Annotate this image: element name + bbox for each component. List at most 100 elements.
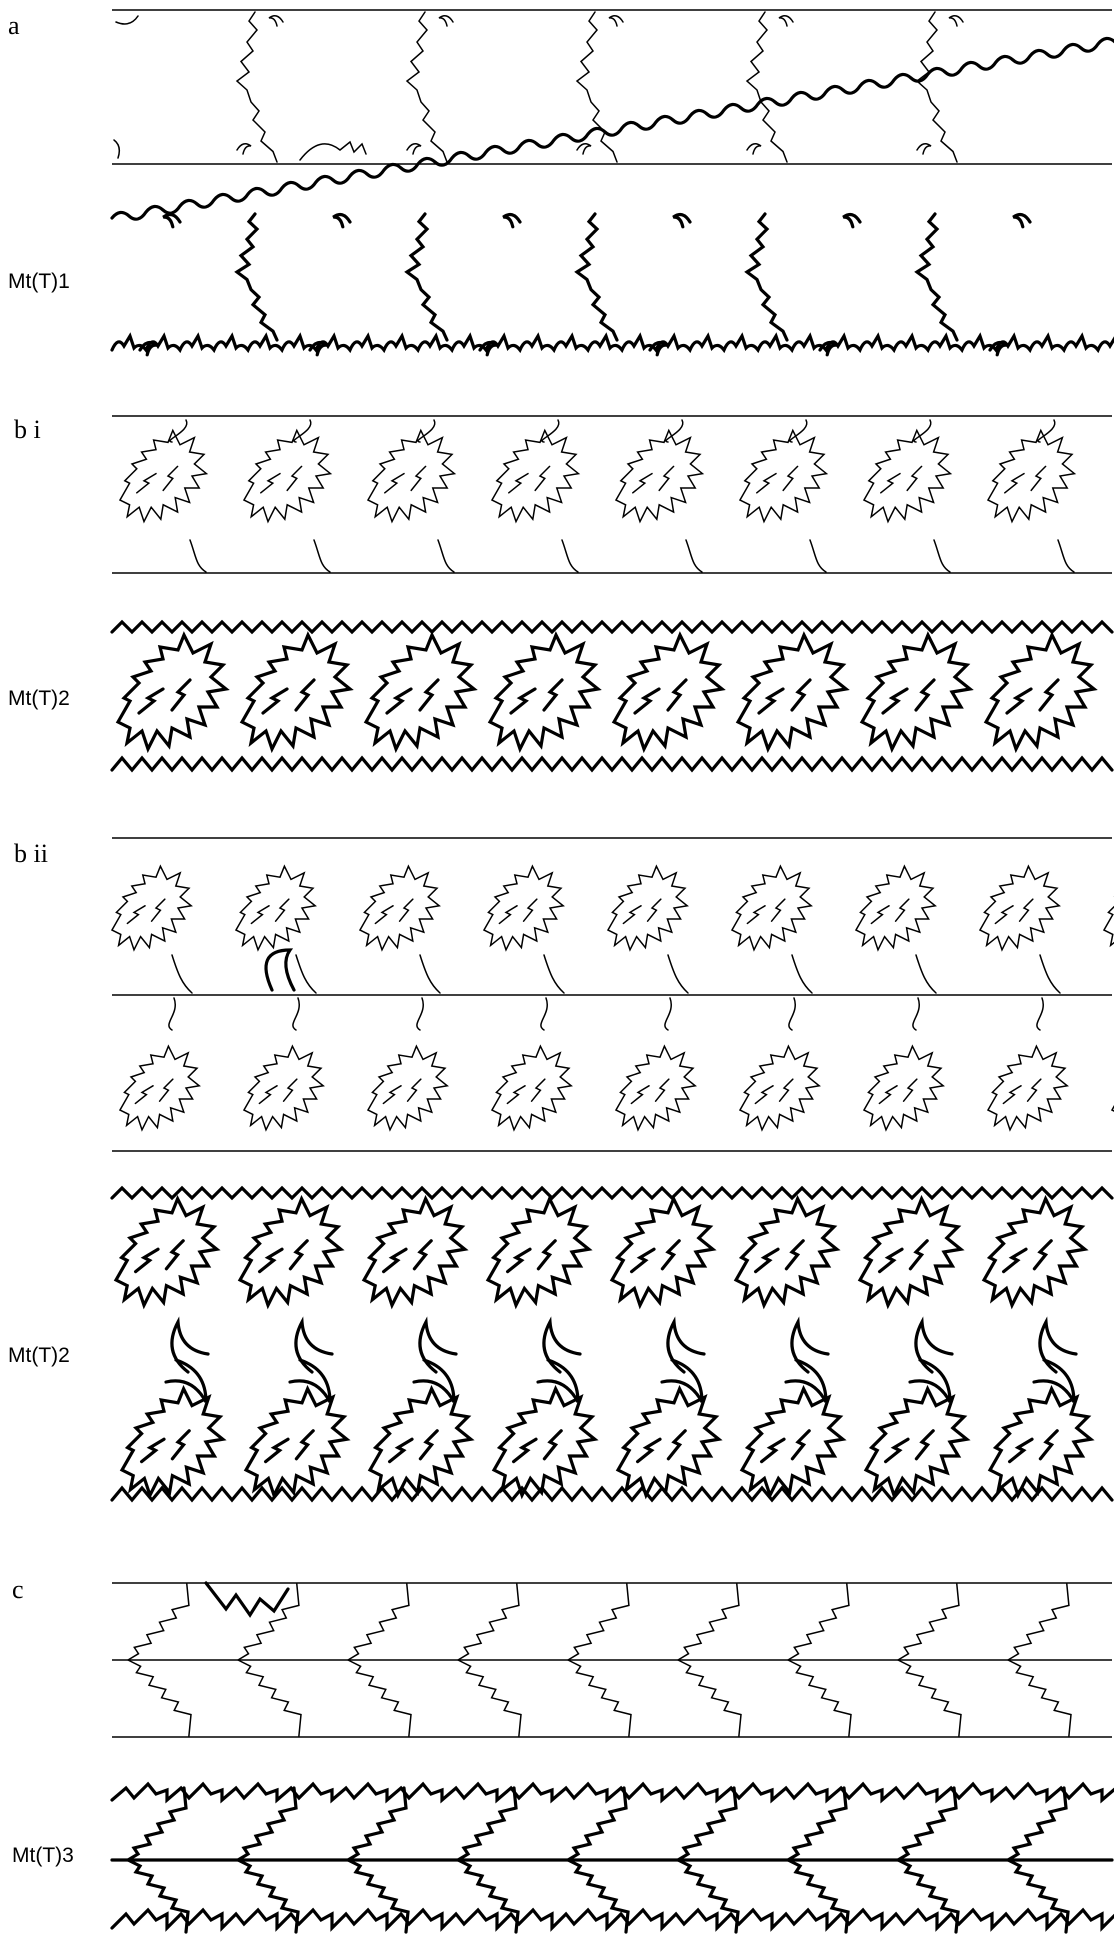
leaf-stem [1057, 539, 1075, 573]
leaf-motif [614, 1044, 697, 1132]
motif-hook [916, 143, 932, 155]
chevron-motif [127, 1583, 192, 1737]
tile-chevron [786, 1786, 850, 1934]
chevron-motif [237, 1583, 302, 1737]
tile-leaf [239, 631, 354, 754]
leaf-motif [242, 428, 333, 524]
chevron-motif [457, 1583, 522, 1737]
leaf-stem [1039, 954, 1061, 994]
panel-a-motif-strip [113, 11, 964, 163]
leaf-motif [490, 1044, 573, 1132]
tile-chevron [236, 1786, 300, 1934]
tile-crescent [170, 1316, 210, 1374]
leaf-motif [118, 428, 209, 524]
tile-crescent [660, 1358, 704, 1403]
motif-fragment [113, 15, 367, 161]
leaf-motif [366, 1044, 449, 1132]
leaf-stem [169, 419, 188, 443]
tile-leaf [615, 1384, 723, 1500]
leaf-motif [978, 864, 1061, 952]
motif-hook [406, 143, 422, 155]
tile-hook [308, 340, 328, 357]
tile-leaf [487, 631, 602, 754]
leaf-stem [1037, 419, 1056, 443]
tile-leaf [981, 1194, 1089, 1310]
tile-top-border [110, 1781, 1114, 1804]
leaf-stem [912, 997, 920, 1031]
motif-edge [235, 11, 278, 163]
tile-crescent [412, 1358, 456, 1403]
tile-hook [818, 340, 838, 357]
tile-crescent [908, 1358, 952, 1403]
tile-edge [744, 212, 789, 342]
chevron-motif [787, 1583, 852, 1737]
leaf-stem [189, 539, 207, 573]
leaf-motif [242, 1044, 325, 1132]
panel-bii-mt2-tiling [110, 1185, 1114, 1503]
tile-chevron [896, 1786, 960, 1934]
panel-c-mt-label: Mt(T)3 [12, 1844, 74, 1867]
tile-chevron [676, 1786, 740, 1934]
chevron-motif [1007, 1583, 1072, 1737]
tile-hook [502, 212, 522, 229]
leaf-motif [358, 864, 441, 952]
leaf-stem [561, 539, 579, 573]
chevron-motif [567, 1583, 632, 1737]
leaf-stem [665, 419, 684, 443]
tile-leaf [243, 1384, 351, 1500]
motif-hook [746, 143, 762, 155]
tile-leaf [485, 1194, 593, 1310]
leaf-motif [862, 1044, 945, 1132]
leaf-stem [313, 539, 331, 573]
tile-bottom-border [110, 1907, 1114, 1932]
tile-crescent [294, 1316, 334, 1374]
tile-crescent [288, 1358, 332, 1403]
tile-crescent [914, 1316, 954, 1374]
tile-leaf [363, 631, 478, 754]
tile-hook [648, 340, 668, 357]
tile-leaf [987, 1384, 1095, 1500]
tile-hook [988, 340, 1008, 357]
tile-leaf [367, 1384, 475, 1500]
tile-bottom-border [110, 1485, 1114, 1503]
leaf-stem [168, 997, 176, 1031]
leaf-motif [986, 428, 1077, 524]
motif-hook [948, 15, 964, 27]
leaf-stem [791, 954, 813, 994]
leaf-motif [606, 864, 689, 952]
tile-top-border [110, 1185, 1114, 1201]
motif-hook [608, 15, 624, 27]
leaf-motif [986, 1044, 1069, 1132]
tile-chevron [456, 1786, 520, 1934]
tile-crescent [418, 1316, 458, 1374]
tile-leaf [237, 1194, 345, 1310]
leaf-motif [1102, 896, 1114, 948]
panel-bii-mt-label: Mt(T)2 [8, 1344, 70, 1367]
tile-leaf [859, 631, 974, 754]
leaf-motif [854, 864, 937, 952]
tile-hook [332, 212, 352, 229]
tile-crescent [536, 1358, 580, 1403]
leaf-stem [171, 954, 193, 994]
leaf-stem [685, 539, 703, 573]
strip-boundaries [110, 9, 1114, 1862]
tile-edge [914, 212, 959, 342]
panel-bi-label: b i [14, 415, 41, 444]
leaf-stem [913, 419, 932, 443]
leaf-motif [482, 864, 565, 952]
motif-hook [236, 143, 252, 155]
tile-hook [1012, 212, 1032, 229]
panel-bi-mt-label: Mt(T)2 [8, 687, 70, 710]
tile-chevron [566, 1786, 630, 1934]
tile-leaf [113, 1194, 221, 1310]
leaf-stem [541, 419, 560, 443]
chevron-fragment [204, 1581, 290, 1618]
tile-bottom-border [110, 755, 1114, 773]
leaf-motif [614, 428, 705, 524]
leaf-motif [862, 428, 953, 524]
tile-chevron [346, 1786, 410, 1934]
motif-edge [405, 11, 448, 163]
tile-leaf [611, 631, 726, 754]
motif-hook [576, 143, 592, 155]
